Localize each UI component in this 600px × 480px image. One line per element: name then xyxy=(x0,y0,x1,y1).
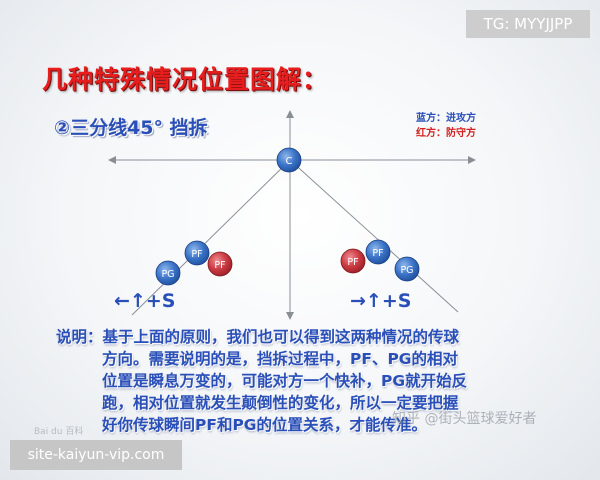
right-pf-defense-label: PF xyxy=(347,257,358,268)
page-title: 几种特殊情况位置图解： xyxy=(42,65,329,94)
center-player-label: C xyxy=(286,156,293,167)
explanation-line-3: 位置是瞬息万变的，可能对方一个快补，PG就开始反 xyxy=(102,372,468,390)
left-pf-defense-label: PF xyxy=(214,260,225,271)
diagonal-right xyxy=(289,159,459,313)
right-pg-node: PG xyxy=(394,256,420,282)
left-pf-offense-label: PF xyxy=(191,249,202,260)
site-watermark-badge: site-kaiyun-vip.com xyxy=(10,440,182,470)
zhihu-watermark: 知乎 @街头篮球爱好者 xyxy=(392,411,537,427)
center-player-node: C xyxy=(276,147,302,173)
explanation-line-1: 说明：基于上面的原则，我们也可以得到这两种情况的传球 xyxy=(56,328,460,346)
team-legend: 蓝方：进攻方 红方：防守方 xyxy=(416,111,476,141)
legend-offense: 蓝方：进攻方 xyxy=(416,113,476,124)
legend-defense: 红方：防守方 xyxy=(416,128,476,139)
diagram-subtitle: ②三分线45° 挡拆 xyxy=(54,117,208,139)
baidu-watermark: Bai du 百科 xyxy=(34,427,84,437)
right-pg-label: PG xyxy=(400,265,413,276)
left-pf-offense-node: PF xyxy=(184,240,210,266)
explanation-line-2: 方向。需要说明的是，挡拆过程中，PF、PG的相对 xyxy=(102,350,459,368)
left-pass-direction-label: ←↑+S xyxy=(114,290,176,312)
explanation-line-4: 跑，相对位置就发生颠倒性的变化，所以一定要把握 xyxy=(102,394,459,412)
right-pass-direction-label: →↑+S xyxy=(350,290,412,312)
left-pg-label: PG xyxy=(161,269,174,280)
right-pf-offense-node: PF xyxy=(365,239,391,265)
left-pg-node: PG xyxy=(155,260,181,286)
left-pf-defense-node: PF xyxy=(207,251,233,277)
explanation-line-5: 好你传球瞬间PF和PG的位置关系，才能传准。 xyxy=(102,416,428,434)
right-pf-defense-node: PF xyxy=(340,248,366,274)
diagonal-left xyxy=(131,159,291,316)
right-pf-offense-label: PF xyxy=(372,248,383,259)
explanation-text: 说明：基于上面的原则，我们也可以得到这两种情况的传球 方向。需要说明的是，挡拆过… xyxy=(56,326,576,436)
tg-watermark-badge: TG: MYYJJPP xyxy=(466,10,590,38)
